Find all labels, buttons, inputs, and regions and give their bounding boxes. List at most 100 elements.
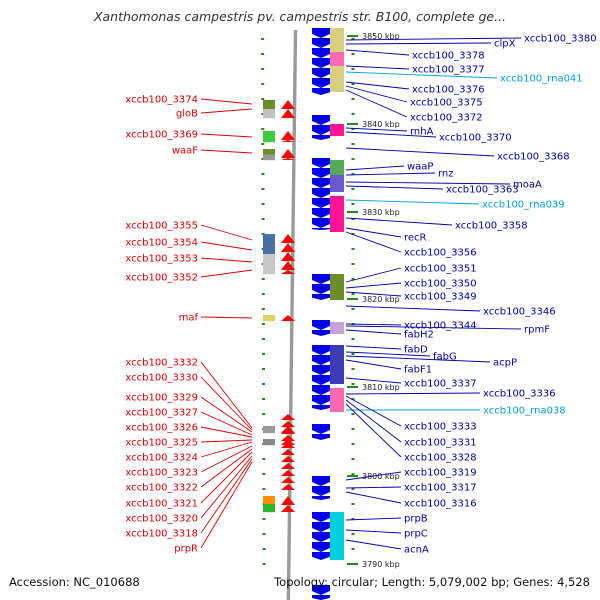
- left-leader-line: [200, 224, 253, 241]
- track-dot: [261, 188, 265, 190]
- track-dot: [261, 203, 265, 205]
- right-gene-label: acpP: [493, 358, 517, 369]
- track-dot: [261, 293, 265, 295]
- track-dot: [262, 518, 266, 520]
- track-dot: [351, 158, 355, 160]
- track-dot: [351, 548, 355, 550]
- track-dot: [261, 83, 265, 85]
- right-leader-line: [345, 267, 402, 283]
- right-feature-arrow: [312, 486, 330, 496]
- right-leader-line: [345, 486, 402, 489]
- left-feature-box: [263, 154, 275, 161]
- left-leader-line: [200, 108, 253, 114]
- left-feature-box: [263, 254, 275, 275]
- right-leader-line: [345, 305, 481, 312]
- right-gene-label: xccb100_3351: [404, 264, 477, 275]
- right-leader-line: [345, 172, 436, 176]
- right-feature-arrow: [312, 38, 330, 48]
- left-leader-line: [200, 426, 253, 438]
- right-leader-line: [345, 359, 402, 370]
- right-leader-line: [345, 231, 402, 253]
- left-gene-label: xccb100_3354: [125, 238, 198, 249]
- left-feature-arrow: [281, 496, 295, 505]
- right-leader-line: [345, 395, 402, 427]
- right-feature-arrow: [312, 532, 330, 542]
- left-feature-box: [263, 109, 275, 119]
- right-leader-line: [345, 37, 522, 41]
- left-gene-label: xccb100_3325: [125, 438, 198, 449]
- right-gene-label: xccb100_3319: [404, 468, 477, 479]
- right-gene-label: xccb100_3368: [497, 152, 570, 163]
- track-dot: [261, 68, 265, 70]
- track-dot: [351, 443, 355, 445]
- right-feature-arrow: [312, 274, 330, 284]
- track-dot: [261, 218, 265, 220]
- right-gene-label: xccb100_3377: [412, 65, 485, 76]
- right-gene-label: fabH2: [404, 330, 434, 341]
- right-gene-label: recR: [404, 233, 427, 244]
- track-dot: [261, 338, 265, 340]
- left-feature-box: [263, 149, 275, 155]
- left-leader-line: [200, 411, 253, 436]
- right-feature-arrow: [312, 284, 330, 294]
- right-gene-label: xccb100_3337: [404, 379, 477, 390]
- right-feature-box: [330, 274, 344, 300]
- left-feature-arrow: [281, 158, 295, 160]
- left-gene-label: xccb100_3327: [125, 408, 198, 419]
- track-dot: [351, 428, 355, 430]
- left-leader-line: [200, 361, 253, 429]
- left-feature-arrow: [281, 449, 295, 455]
- track-dot: [351, 308, 355, 310]
- left-gene-label: xccb100_3353: [125, 254, 198, 265]
- right-gene-label: xccb100_3363: [446, 185, 519, 196]
- track-dot: [262, 473, 266, 475]
- right-feature-arrow: [312, 355, 330, 365]
- left-feature-arrow: [281, 477, 295, 483]
- right-feature-arrow: [312, 405, 330, 410]
- left-gene-label: xccb100_3369: [125, 130, 198, 141]
- right-feature-arrow: [312, 595, 330, 600]
- right-leader-line: [345, 127, 408, 132]
- left-leader-line: [200, 455, 253, 519]
- left-gene-label: xccb100_3329: [125, 393, 198, 404]
- track-dot: [351, 143, 355, 145]
- track-dot: [351, 383, 355, 385]
- track-dot: [351, 503, 355, 505]
- track-dot: [351, 38, 355, 40]
- right-gene-label: xccb100_3331: [404, 438, 477, 449]
- right-gene-label: xccb100_3317: [404, 483, 477, 494]
- right-gene-label: xccb100_3378: [412, 51, 485, 62]
- track-dot: [351, 188, 355, 190]
- left-leader-line: [200, 376, 253, 431]
- left-leader-line: [200, 441, 253, 458]
- right-gene-label: fabG: [433, 352, 457, 363]
- track-dot: [351, 368, 355, 370]
- right-leader-line: [345, 85, 408, 103]
- track-dot: [261, 98, 265, 100]
- left-feature-arrow: [281, 140, 295, 142]
- left-feature-arrow: [281, 463, 295, 469]
- track-dot: [351, 398, 355, 400]
- right-leader-line: [345, 282, 402, 289]
- left-leader-line: [200, 98, 253, 105]
- map-title: Xanthomonas campestris pv. campestris st…: [93, 9, 507, 24]
- right-feature-arrow: [312, 345, 330, 355]
- tick-label: 3840 kbp: [362, 120, 400, 129]
- track-dot: [262, 488, 266, 490]
- right-leader-line: [345, 227, 402, 238]
- track-dot: [261, 113, 265, 115]
- left-leader-line: [200, 451, 253, 504]
- track-dot: [351, 353, 355, 355]
- track-dot: [261, 38, 265, 40]
- right-leader-line: [345, 81, 410, 90]
- right-feature-arrow: [312, 208, 330, 218]
- right-leader-line: [345, 42, 492, 45]
- track-dot: [261, 143, 265, 145]
- right-gene-label: rnhA: [410, 127, 434, 138]
- right-gene-label: prpB: [404, 514, 428, 525]
- right-leader-line: [345, 185, 444, 190]
- left-leader-line: [200, 396, 253, 433]
- left-feature-arrow: [281, 315, 295, 321]
